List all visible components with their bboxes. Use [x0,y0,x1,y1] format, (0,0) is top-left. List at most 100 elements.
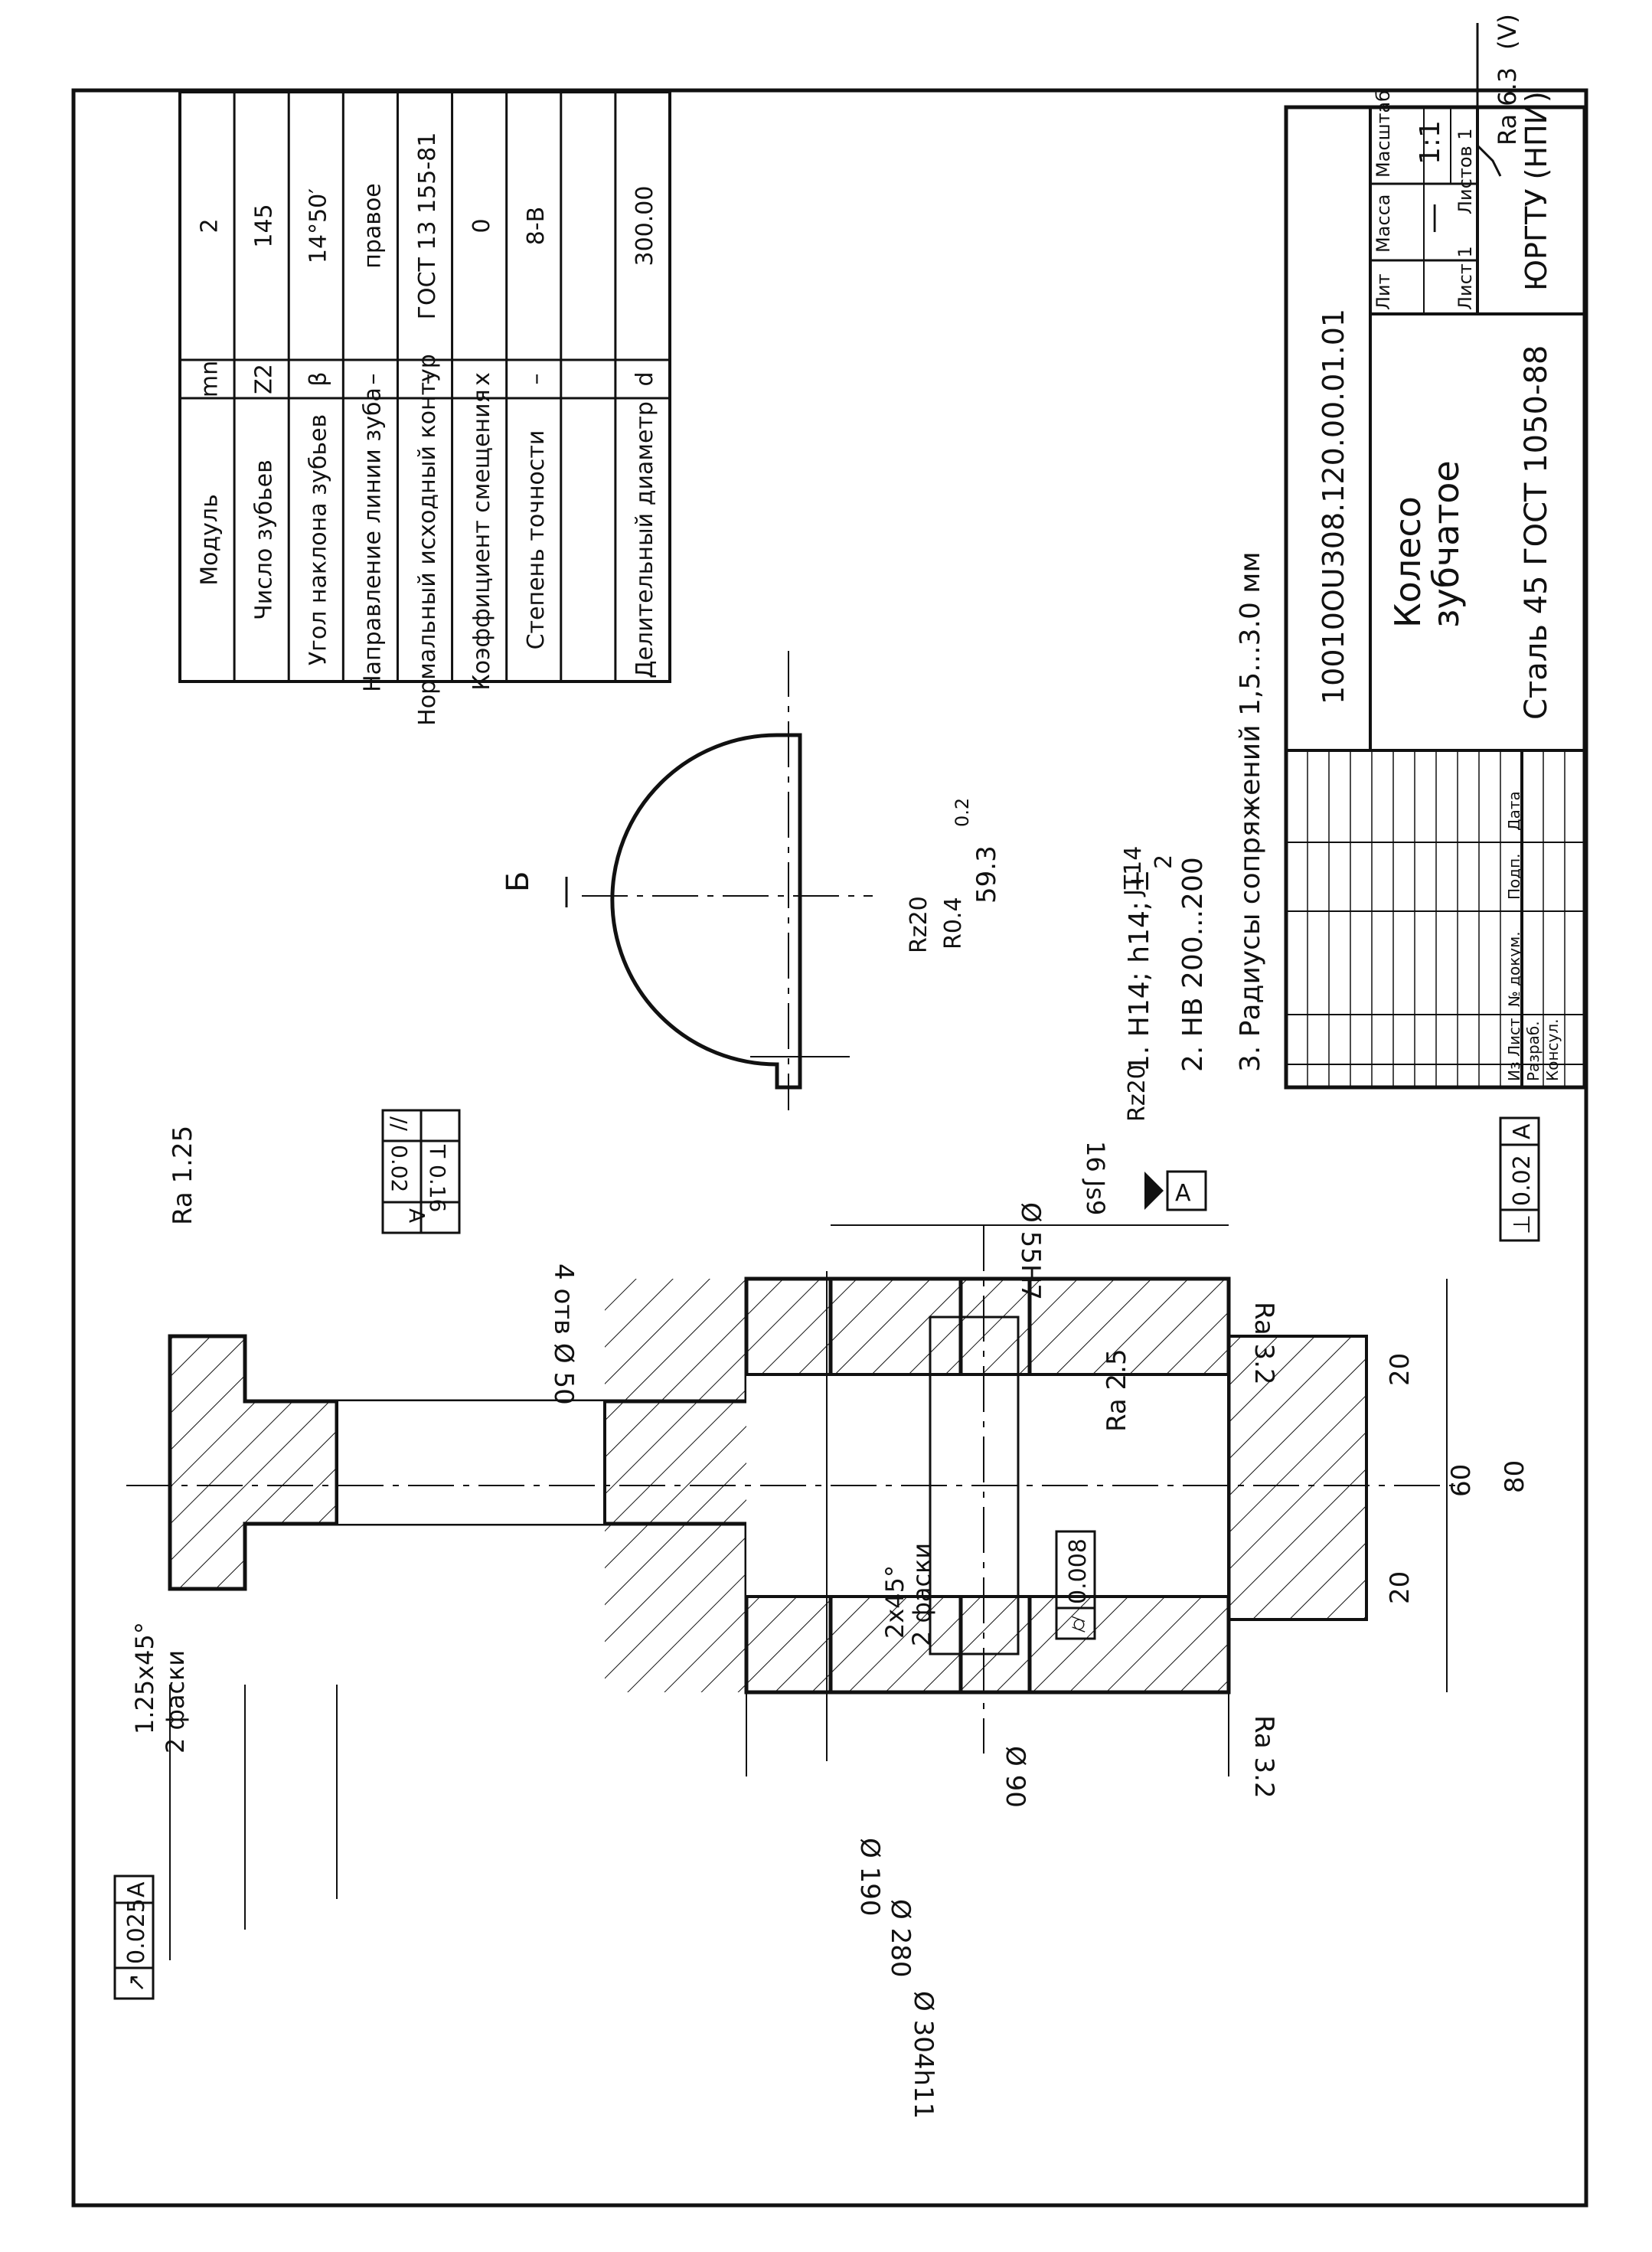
param-name: Угол наклона зубьев [305,414,332,665]
note-3: 3. Радиусы сопряжений 1,5...3.0 мм [1235,551,1266,1072]
dim-hub-left: 20 [1385,1353,1415,1386]
section-b-roughness-bottom: Rz20 [1124,1064,1151,1122]
note-1: 1. H14; h14; ± [1124,869,1155,1072]
param-value: 300.00 [632,186,658,266]
svg-text:0.02: 0.02 [1509,1155,1536,1206]
section-b-key-width: 16 Js9 [1081,1141,1110,1215]
roughness-hub-left: Ra 3.2 [1249,1715,1279,1799]
svg-text:A: A [404,1208,429,1223]
dim-outer-diameter: Ø 304h11 [908,1991,939,2119]
param-symbol: mn [196,361,223,397]
param-symbol: β [305,371,332,386]
section-b-label: Б [501,871,536,892]
title-block: 10010ОU308.120.00.01.01 Колесо зубчатое … [1284,90,1587,1090]
tb-sheet: Лист 1 [1454,246,1476,310]
param-symbol: x [469,372,495,386]
general-roughness-suffix: (V) [1493,14,1522,50]
dim-190: Ø 190 [854,1838,885,1916]
section-b-roughness: Rz20 [906,896,932,953]
param-name: Коэффициент смещения [469,389,495,690]
tb-doc-number: 10010ОU308.120.00.01.01 [1317,309,1350,704]
section-b-depth: 59.3 [971,845,1002,904]
note-1-frac-bot: 2 [1151,855,1177,869]
param-value: 2 [196,218,223,233]
section-b: Б 59.3 0.2 R0.4 Rz20 16 Js9 Rz20 [501,651,1151,1215]
param-symbol: d [632,371,658,386]
tb-part-name-2: зубчатое [1425,460,1467,628]
param-value: правое [360,183,387,269]
param-value: 145 [250,204,277,247]
svg-text:0.025: 0.025 [123,1898,150,1964]
tol-bore-cylindricity: ⌭ 0.008 [1055,1530,1096,1640]
chamfer-bore: 2x45° [880,1565,909,1639]
tb-col-sign: Подп. [1505,853,1523,900]
param-name: Степень точности [523,430,550,650]
param-value: 14°50′ [305,188,332,263]
roughness-rim: Ra 1.25 [168,1126,198,1225]
svg-text:A: A [123,1881,150,1897]
tol-keyway: T 0.16 // 0.02 A [381,1109,461,1234]
rim-section-top [168,1334,339,1591]
roughness-hub-right: Ra 3.2 [1249,1302,1279,1385]
tb-col-date: Дата [1505,791,1523,831]
tb-part-name-1: Колесо [1387,496,1428,628]
tb-lit-label: Лит [1373,273,1394,310]
chamfer-rim-note: 2 фаски [161,1650,190,1754]
tb-col-iz: Из [1505,1061,1523,1081]
dim-hub-right: 20 [1385,1571,1415,1604]
tb-col-list: Лист [1505,1018,1523,1057]
param-name: Модуль [196,494,223,586]
svg-text://: // [387,1116,412,1131]
dim-hub-length: 80 [1500,1460,1530,1493]
tb-mass-value: — [1415,203,1451,234]
dimension-lines [169,1224,1448,1960]
tb-scale-label: Масштаб [1373,90,1394,178]
param-name: Делительный диаметр [632,401,658,678]
param-value: 8-В [523,207,550,246]
param-name: Направление линии зуба [360,387,387,692]
tb-sheets: Листов 1 [1454,128,1476,214]
tb-row-konsul: Консул. [1543,1019,1562,1081]
note-1-frac-top: JT14 [1120,846,1147,897]
shaft-cross-section [610,733,802,1090]
param-value: 0 [469,218,495,233]
dim-bore: Ø 55H7 [1015,1202,1046,1300]
param-symbol: – [523,374,550,385]
tol-perpendicularity: ⊥ 0.02 A [1499,1116,1540,1242]
param-name: Число зубьев [250,459,277,620]
svg-text:↗: ↗ [123,1973,150,1992]
web-hole [337,1401,605,1524]
note-2: 2. НВ 200...200 [1177,857,1209,1072]
param-symbol: – [414,374,441,385]
dim-280: Ø 280 [885,1899,916,1977]
svg-text:A: A [1175,1180,1191,1207]
tb-scale-value: 1:1 [1415,120,1446,165]
tb-material: Сталь 45 ГОСТ 1050-88 [1519,345,1554,720]
tb-mass-label: Масса [1373,194,1394,253]
chamfer-bore-note: 2 фаски [907,1543,936,1646]
tb-org: ЮРГТУ (НПИ) [1520,91,1553,291]
datum-a: A [1144,1170,1207,1211]
svg-text:T 0.16: T 0.16 [425,1144,450,1212]
svg-text:0.02: 0.02 [387,1145,412,1192]
technical-notes: 1. H14; h14; ± JT14 2 2. НВ 200...200 3.… [1120,551,1266,1072]
param-symbol: Z2 [250,364,277,394]
param-symbol: – [360,374,387,385]
section-b-radius: R0.4 [940,897,967,950]
dim-hub-diameter: Ø 90 [1000,1746,1030,1808]
svg-text:⌭: ⌭ [1065,1616,1092,1633]
chamfer-rim: 1.25x45° [130,1622,159,1734]
roughness-bore: Ra 2.5 [1102,1348,1132,1432]
general-roughness-mark: Ra 6.3 (V) [1476,14,1522,177]
param-value: ГОСТ 13 155-81 [414,132,441,320]
dim-rim-width: 60 [1446,1464,1477,1497]
dim-holes: 4 отв Ø 50 [548,1263,579,1405]
param-name: Нормальный исходный контур [414,354,441,726]
tb-row-razrab: Разраб. [1524,1021,1543,1081]
svg-text:0.008: 0.008 [1065,1538,1092,1604]
svg-text:A: A [1509,1123,1536,1139]
tb-col-doc: № докум. [1505,931,1523,1007]
svg-text:⊥: ⊥ [1509,1214,1536,1234]
